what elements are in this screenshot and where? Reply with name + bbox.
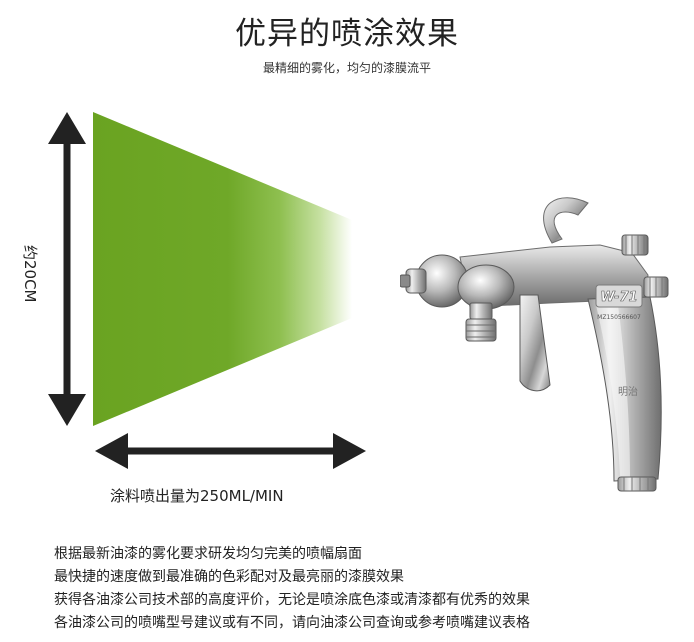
description-line: 根据最新油漆的雾化要求研发均匀完美的喷幅扇面	[54, 546, 362, 562]
vertical-dimension-arrow	[48, 112, 86, 426]
spray-height-label: 约20CM	[21, 245, 39, 303]
spray-gun-image: W-71 MZ150566607 明治	[400, 197, 669, 492]
model-badge-text: W-71	[600, 290, 637, 305]
brand-text: 明治	[618, 385, 638, 398]
spray-pattern-diagram	[48, 112, 366, 469]
flow-rate-label: 涂料喷出量为250ML/MIN	[110, 487, 284, 505]
serial-text: MZ150566607	[597, 314, 641, 321]
spray-fan-shape	[93, 112, 352, 426]
description-line: 获得各油漆公司技术部的高度评价，无论是喷涂底色漆或清漆都有优秀的效果	[54, 592, 530, 608]
description-block: 根据最新油漆的雾化要求研发均匀完美的喷幅扇面 最快捷的速度做到最准确的色彩配对及…	[54, 543, 690, 635]
page-title: 优异的喷涂效果	[235, 16, 459, 52]
description-line: 各油漆公司的喷嘴型号建议或有不同，请向油漆公司查询或参考喷嘴建议表格	[54, 615, 530, 631]
horizontal-dimension-arrow	[95, 433, 366, 469]
page-subtitle: 最精细的雾化，均匀的漆膜流平	[262, 61, 431, 75]
description-line: 最快捷的速度做到最准确的色彩配对及最亮丽的漆膜效果	[54, 569, 404, 585]
